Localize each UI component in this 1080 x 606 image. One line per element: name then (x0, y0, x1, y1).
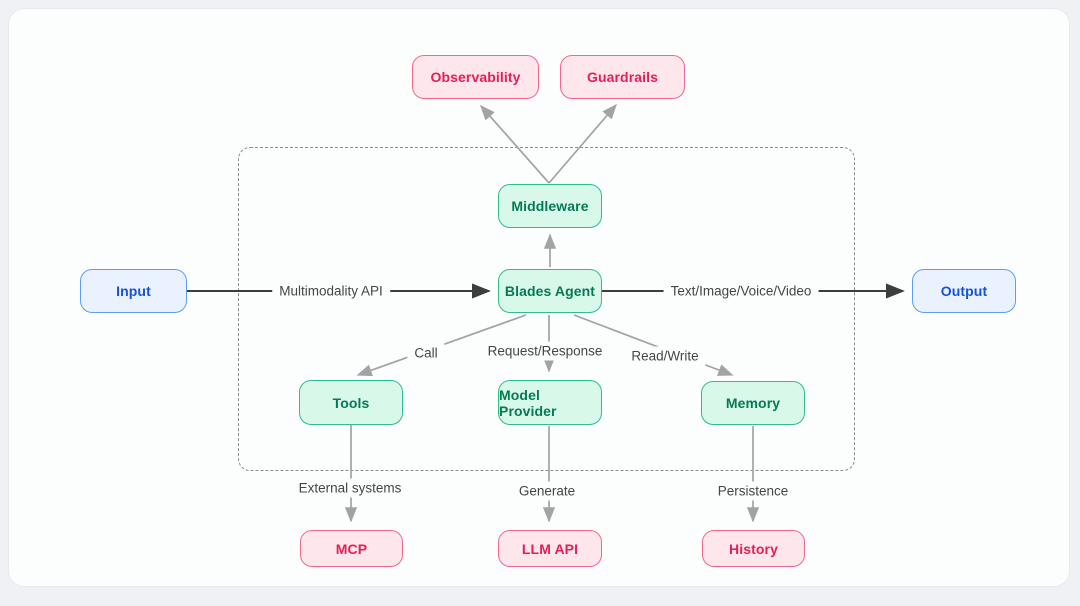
node-llm-api-label: LLM API (521, 540, 579, 557)
node-output: Output (912, 269, 1016, 313)
edge-label-text-image-voice-video: Text/Image/Voice/Video (663, 281, 819, 301)
node-history: History (702, 530, 805, 567)
node-observability-label: Observability (430, 69, 521, 85)
node-mcp: MCP (300, 530, 403, 567)
edge-label-call: Call (407, 343, 445, 363)
edge-label-generate: Generate (511, 481, 583, 501)
node-observability: Observability (412, 55, 539, 99)
node-mcp-label: MCP (335, 540, 368, 557)
node-guardrails: Guardrails (560, 55, 685, 99)
node-model-provider-label: Model Provider (499, 386, 557, 419)
edge-label-read-write: Read/Write (624, 346, 706, 366)
edge-label-request-response: Request/Response (480, 341, 610, 361)
node-output-label: Output (940, 283, 988, 299)
node-middleware-label: Middleware (511, 198, 589, 214)
edge-label-multimodality-api: Multimodality API (272, 281, 390, 301)
diagram-card: Multimodality API Text/Image/Voice/Video… (8, 8, 1070, 587)
node-memory-label: Memory (725, 395, 781, 411)
node-llm-api: LLM API (498, 530, 602, 567)
node-blades-agent: Blades Agent (498, 269, 602, 313)
node-model-provider: Model Provider (498, 380, 602, 425)
node-guardrails-label: Guardrails (586, 69, 659, 85)
edge-label-persistence: Persistence (710, 481, 796, 501)
node-memory: Memory (701, 381, 805, 425)
node-input: Input (80, 269, 187, 313)
node-tools-label: Tools (332, 394, 370, 411)
node-input-label: Input (116, 283, 151, 299)
edge-label-external-systems: External systems (291, 478, 409, 498)
node-tools: Tools (299, 380, 403, 425)
node-blades-agent-label: Blades Agent (504, 283, 596, 299)
node-middleware: Middleware (498, 184, 602, 228)
node-history-label: History (729, 540, 778, 557)
